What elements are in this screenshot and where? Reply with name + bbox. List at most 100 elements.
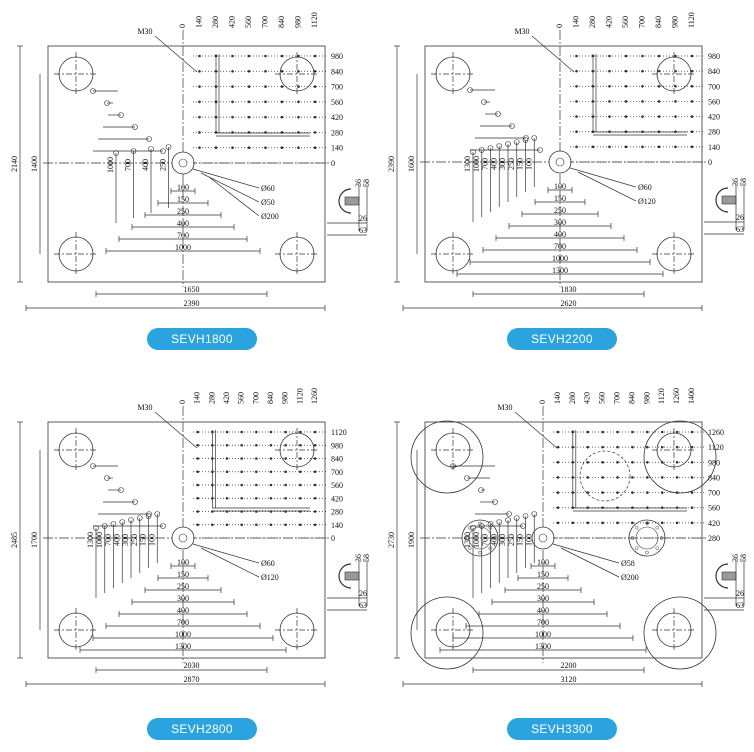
bottom-dim-label: 400 [177, 606, 189, 615]
right-tick-label: 280 [708, 534, 720, 543]
bolt-hole [616, 460, 619, 464]
right-tick-label: 560 [331, 98, 343, 107]
bolt-hole [608, 84, 611, 88]
right-tick-label: 700 [331, 468, 343, 477]
top-tick-label: 700 [638, 16, 647, 28]
bottom-dim-label: 150 [537, 570, 549, 579]
bolt-hole [556, 521, 560, 525]
hole-diameter-label: Ø120 [638, 197, 656, 206]
bolt-hole [624, 145, 628, 149]
bolt-hole [586, 521, 589, 525]
right-tick-label: 840 [708, 473, 720, 482]
top-tick-label: 420 [222, 392, 231, 404]
bolt-hole [198, 146, 201, 150]
top-tick-label: 980 [281, 392, 290, 404]
bolt-hole [247, 115, 251, 119]
bottom-dim-label: 150 [177, 195, 189, 204]
top-tick-label: 140 [195, 16, 204, 28]
bolt-hole [280, 100, 284, 104]
top-tick-label: 0 [178, 24, 187, 28]
bottom-dim-label: 700 [537, 618, 549, 627]
left-tick-label: 700 [481, 158, 490, 170]
bolt-hole [198, 115, 201, 119]
platen-outline [47, 421, 326, 659]
section-dim-label: 26 [359, 589, 367, 598]
bolt-hole [284, 470, 287, 474]
bolt-hole [225, 510, 229, 513]
bolt-hole [690, 54, 694, 58]
section-dim-label: 58 [739, 178, 748, 186]
side-ring-bolt [467, 525, 472, 530]
bolt-thread-label: M30 [137, 403, 152, 412]
bolt-hole [297, 54, 300, 58]
bolt-hole [575, 69, 578, 73]
bolt-hole [601, 476, 604, 479]
hole-diameter-label: Ø200 [261, 212, 279, 221]
nozzle-section-hatch [344, 571, 360, 581]
bolt-hole [247, 146, 251, 150]
bolt-hole [284, 483, 287, 487]
bolt-hole [196, 483, 199, 487]
left-tick-label: 700 [481, 534, 490, 546]
bolt-hole [690, 145, 694, 149]
bolt-leader [531, 35, 575, 73]
bolt-hole [616, 476, 619, 479]
bolt-hole [624, 115, 628, 118]
bottom-dim-label: 700 [177, 618, 189, 627]
section-dim-label: 26 [736, 589, 744, 598]
bolt-hole [641, 100, 644, 103]
bolt-hole [297, 115, 300, 119]
hole-callout-leader [208, 176, 260, 217]
bolt-hole [690, 521, 694, 525]
bottom-dim-label: 1300 [535, 642, 551, 651]
bolt-hole [690, 506, 694, 510]
side-ring-bolt [463, 536, 468, 540]
top-tick-label: 840 [627, 392, 636, 404]
bolt-hole [198, 69, 201, 73]
hole-callout-leader [192, 543, 260, 564]
bolt-hole [313, 470, 317, 474]
bolt-thread-label: M30 [137, 27, 152, 36]
tie-bar-boss [410, 596, 484, 670]
bolt-hole [313, 69, 317, 73]
left-tick-label: 300 [121, 534, 130, 546]
bottom-dim-label: 100 [554, 182, 566, 191]
bolt-hole [284, 457, 287, 460]
top-tick-label: 1260 [310, 388, 319, 404]
top-tick-label: 980 [294, 16, 303, 28]
left-tick-label: 250 [130, 534, 139, 546]
bolt-hole [591, 145, 595, 149]
top-tick-label: 840 [654, 16, 663, 28]
bolt-hole [225, 496, 229, 500]
center-hole-inner [178, 533, 188, 543]
bolt-hole [660, 445, 664, 449]
bolt-hole [284, 496, 287, 500]
side-ring-bolt [478, 550, 482, 555]
right-tick-label: 420 [331, 113, 343, 122]
model-badge-sevh2800: SEVH2800 [147, 718, 257, 740]
bolt-hole [313, 510, 317, 513]
top-tick-label: 980 [642, 392, 651, 404]
nozzle-section-arc [338, 188, 352, 214]
section-dim-label: 63 [359, 601, 367, 610]
left-tick-label: 1300 [86, 532, 95, 548]
bolt-hole [299, 523, 302, 527]
bottom-dim-label: 100 [537, 558, 549, 567]
platen-height-label: 2485 [10, 532, 19, 548]
bolt-hole [660, 430, 664, 434]
bolt-hole [280, 115, 284, 119]
bolt-hole [284, 443, 287, 447]
hole-callout-leader [200, 172, 260, 203]
bolt-hole [297, 100, 300, 104]
bolt-hole [240, 457, 243, 460]
top-tick-label: 980 [671, 16, 680, 28]
bolt-hole [624, 84, 628, 88]
bolt-hole [674, 100, 677, 103]
bolt-hole [269, 510, 273, 513]
bolt-hole [225, 457, 229, 460]
left-tick-label: 400 [141, 159, 150, 171]
bolt-hole [657, 84, 661, 88]
right-tick-label: 420 [708, 113, 720, 122]
bolt-hole [586, 460, 589, 464]
